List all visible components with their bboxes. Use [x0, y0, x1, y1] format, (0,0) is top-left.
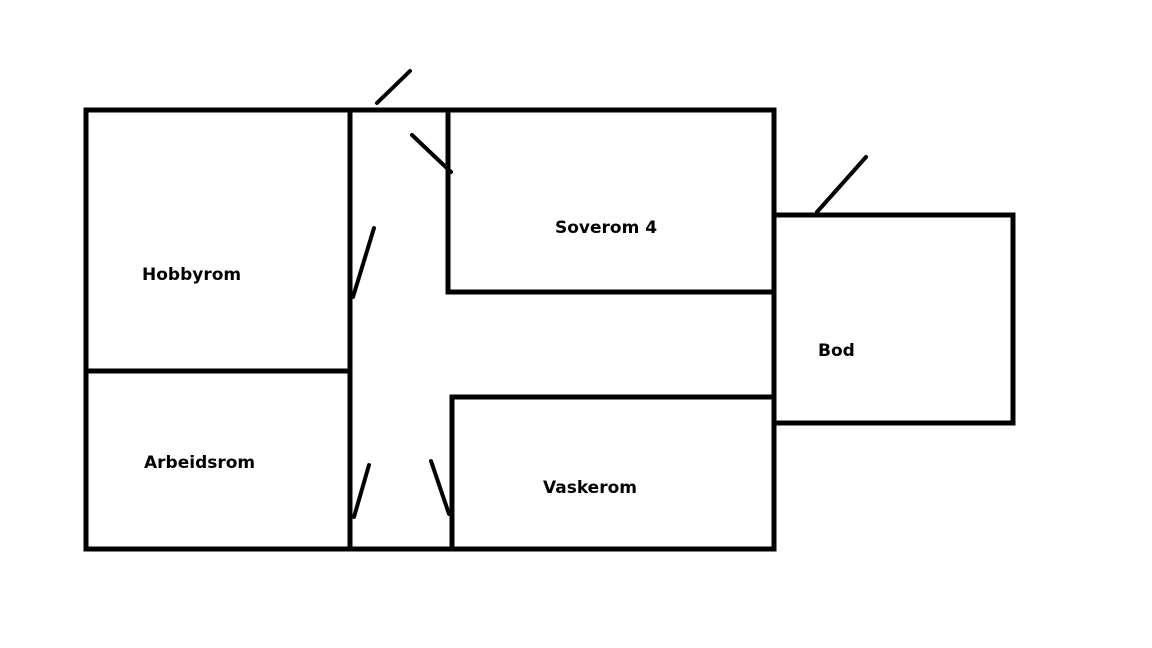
- vaskerom-door-swing: [429, 459, 451, 516]
- bod-walls: [771, 212, 1016, 426]
- bod-door-swing: [815, 155, 868, 214]
- room-label-hobbyrom: Hobbyrom: [142, 265, 241, 285]
- soverom4-walls: [445, 107, 777, 295]
- room-label-bod: Bod: [818, 341, 855, 361]
- room-label-vaskerom: Vaskerom: [543, 478, 637, 498]
- vaskerom-walls: [449, 394, 777, 552]
- main-outer-wall: [83, 107, 777, 552]
- room-label-arbeidsrom: Arbeidsrom: [144, 453, 255, 473]
- arbeidsrom-door-swing: [352, 463, 371, 519]
- room-label-soverom4: Soverom 4: [555, 218, 657, 238]
- hobbyrom-door-swing: [351, 226, 376, 299]
- entrance-door-swing: [375, 69, 412, 105]
- soverom4-door-swing: [410, 133, 453, 174]
